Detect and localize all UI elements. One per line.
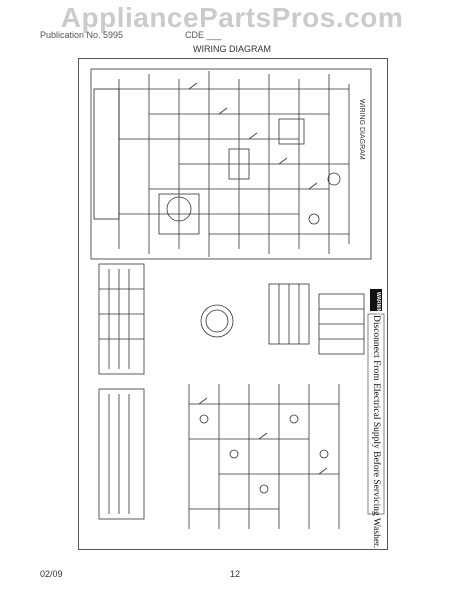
model-label: CDE ___ xyxy=(185,30,222,40)
page-number: 12 xyxy=(230,569,241,579)
warning-text: Disconnect From Electrical Supply Before… xyxy=(371,315,381,549)
diagram-label: WIRING DIAGRAM xyxy=(358,99,365,160)
footer-date: 02/09 xyxy=(40,569,63,579)
publication-label: Publication No. 5995 xyxy=(40,30,124,40)
wiring-diagram-sheet: WIRING DIAGRAM WARNING Disconnect From E… xyxy=(78,58,388,550)
watermark: AppliancePartsPros.com xyxy=(60,2,404,33)
warning-badge: WARNING xyxy=(375,292,381,317)
wiring-diagram-drawing xyxy=(90,68,385,529)
page-title: WIRING DIAGRAM xyxy=(193,44,271,54)
